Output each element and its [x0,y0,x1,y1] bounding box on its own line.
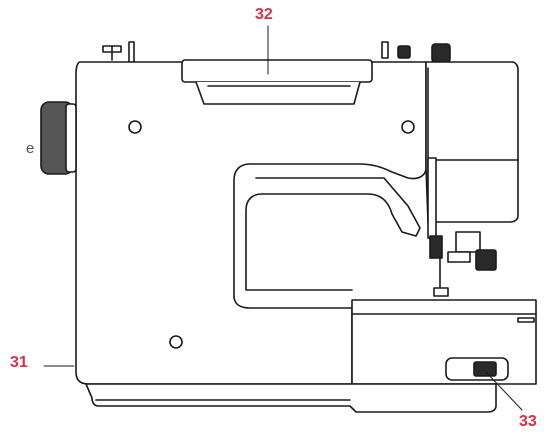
screw-top-left [128,120,142,134]
free-arm-release [445,357,509,381]
machine-body [75,61,427,385]
screw-bottom-left [169,335,183,349]
arm-opening [245,177,421,291]
needle-assembly [427,157,497,297]
machine-base [85,383,497,413]
machine-head [425,61,519,223]
callout-33: 33 [519,413,537,430]
handwheel [40,101,77,175]
handle [181,59,373,105]
cropped-text-fragment: e [26,140,35,157]
top-knobs [381,41,451,63]
screw-top-right [401,120,415,134]
callout-32: 32 [255,6,273,23]
callout-31: 31 [10,354,28,371]
spool-pin [102,41,135,63]
leader-33 [485,371,523,411]
